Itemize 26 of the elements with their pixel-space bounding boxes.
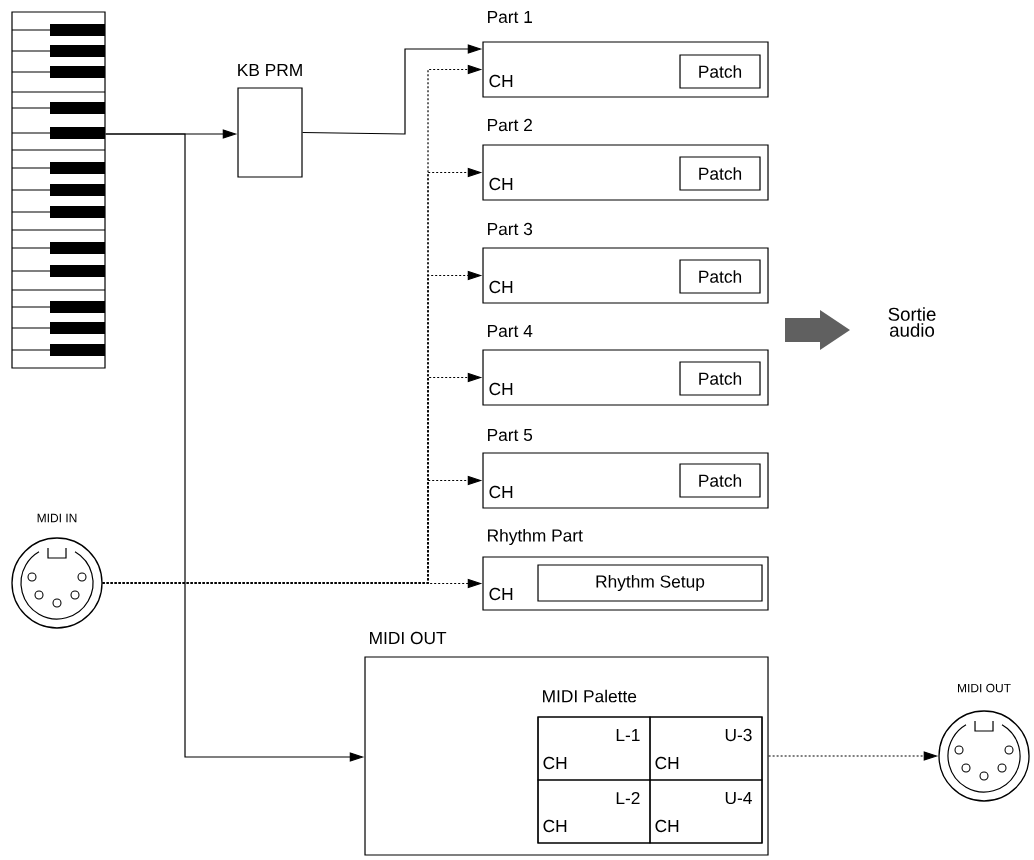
palette-cell: U-3 CH (649, 716, 763, 781)
node-label: MIDI OUT (958, 683, 1011, 693)
palette-cell: U-4 CH (649, 779, 763, 844)
palette-cell: L-1 CH (537, 716, 651, 781)
palette-cell: L-2 CH (537, 779, 651, 844)
patch-box: Patch (679, 54, 761, 89)
patch-box: Patch (679, 259, 761, 294)
node-label: Part 1 (488, 10, 532, 24)
patch-box: Patch (679, 463, 761, 498)
patch-box: Rhythm Setup (537, 564, 763, 602)
keyboard-drawing (11, 11, 106, 369)
node-label: Part 3 (488, 222, 533, 236)
node-label: Rhythm Part (488, 528, 583, 546)
midi-connector: MIDI IN (11, 513, 103, 629)
output-label: Sortie audio (888, 307, 936, 337)
node-label: MIDI IN (37, 513, 77, 523)
node-label: Part 5 (488, 428, 533, 442)
node-label: Part 4 (488, 324, 533, 338)
patch-box: Patch (679, 361, 761, 396)
node-label: MIDI OUT (370, 631, 447, 645)
midi-connector: MIDI OUT (938, 683, 1030, 802)
patch-box: Patch (679, 156, 761, 191)
node-label: MIDI Palette (543, 689, 637, 703)
node-label: Part 2 (488, 118, 532, 132)
parameter-box: KB PRM (237, 64, 303, 178)
node-label: KB PRM (238, 64, 302, 76)
